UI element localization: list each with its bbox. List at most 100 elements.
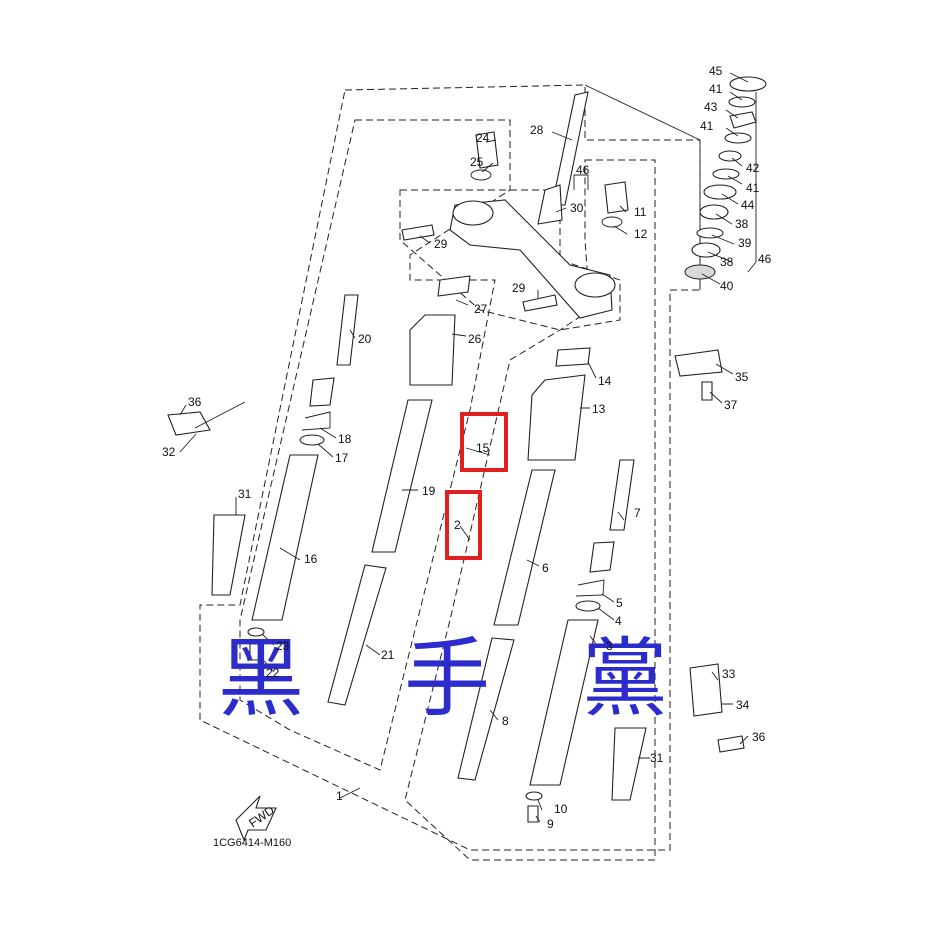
- fwd-arrow: FWD: [235, 795, 277, 842]
- o-ring-12: [601, 216, 623, 228]
- callout-25: 25: [470, 155, 484, 169]
- washer-41c: [712, 168, 740, 180]
- washer-23: [247, 627, 265, 637]
- seal-4: [575, 600, 601, 612]
- washer-41a: [728, 96, 756, 108]
- bearing-leaders: [701, 72, 749, 285]
- callout-19: 19: [422, 484, 436, 498]
- callout-11: 11: [634, 205, 647, 219]
- washer-10: [525, 791, 543, 801]
- callout-29: 29: [512, 281, 526, 295]
- bolt-9: [527, 805, 539, 823]
- callout-14: 14: [598, 374, 612, 388]
- highlight-box-2: [445, 490, 482, 560]
- callout-17: 17: [335, 451, 349, 465]
- damper-rod-7: [609, 459, 635, 531]
- callout-7: 7: [634, 506, 641, 520]
- callout-41: 41: [709, 82, 723, 96]
- callout-6: 6: [542, 561, 549, 575]
- spring-small-left: [309, 377, 335, 407]
- seal-40: [684, 264, 716, 280]
- leader-lines: [179, 72, 749, 823]
- callout-29: 29: [434, 237, 448, 251]
- highlight-box-15: [460, 412, 508, 472]
- callout-46: 46: [576, 163, 590, 177]
- fork-clamp-right: [574, 272, 616, 298]
- callout-45: 45: [709, 64, 723, 78]
- callout-16: 16: [304, 552, 318, 566]
- circlip-5: [575, 579, 605, 597]
- callout-31: 31: [650, 751, 664, 765]
- boundary-left-fork: [239, 119, 511, 771]
- callout-41: 41: [746, 181, 760, 195]
- callout-37: 37: [724, 398, 738, 412]
- watermark: 黑 手 黨: [218, 629, 668, 729]
- callout-36: 36: [188, 395, 202, 409]
- bolt-29a: [401, 224, 435, 241]
- bracket-33: [689, 663, 723, 717]
- bolt-29b: [522, 294, 558, 312]
- callout-26: 26: [468, 332, 482, 346]
- bracket-35: [674, 349, 723, 377]
- callout-22: 22: [266, 666, 280, 680]
- callout-13: 13: [592, 402, 606, 416]
- callout-41: 41: [700, 119, 714, 133]
- callout-40: 40: [720, 279, 734, 293]
- callout-33: 33: [722, 667, 736, 681]
- outer-tube-3: [529, 619, 599, 786]
- callout-42: 42: [746, 161, 760, 175]
- callout-28: 28: [530, 123, 544, 137]
- race-38a: [699, 204, 729, 220]
- callout-24: 24: [476, 131, 490, 145]
- seal-17: [299, 434, 325, 446]
- stem-nut-30: [537, 184, 563, 225]
- cap-bolt-11: [604, 181, 629, 214]
- callout-38: 38: [735, 217, 749, 231]
- watermark-char-3: 黨: [582, 629, 668, 729]
- bearing-39: [696, 227, 724, 239]
- guard-31b: [611, 727, 647, 801]
- fwd-arrow-icon: [235, 795, 277, 842]
- callout-46: 46: [758, 252, 772, 266]
- spring-small-right: [589, 541, 615, 573]
- callout-12: 12: [634, 227, 648, 241]
- callout-35: 35: [735, 370, 749, 384]
- callout-15: 15: [476, 441, 490, 455]
- callout-43: 43: [704, 100, 718, 114]
- callout-31: 31: [238, 487, 252, 501]
- callout-21: 21: [381, 648, 395, 662]
- callout-38: 38: [720, 255, 734, 269]
- dust-boot-26: [409, 314, 456, 386]
- under-bracket: [449, 199, 613, 319]
- callout-36: 36: [752, 730, 766, 744]
- right-fork-leg: [247, 374, 745, 823]
- boundary-1-outer: [199, 84, 701, 851]
- dust-boot-13: [527, 374, 586, 461]
- callout-10: 10: [554, 802, 568, 816]
- nut-45: [729, 76, 767, 92]
- callout-27: 27: [474, 302, 488, 316]
- bolt-36b: [717, 735, 745, 753]
- cover-44: [703, 184, 737, 200]
- callout-32: 32: [162, 445, 176, 459]
- callout-30: 30: [570, 201, 584, 215]
- fork-spring-21: [327, 564, 387, 706]
- callout-18: 18: [338, 432, 352, 446]
- boundary-bracket: [399, 189, 621, 331]
- callout-4: 4: [615, 614, 622, 628]
- lock-washer-43: [729, 111, 757, 129]
- stack-bracket: [747, 92, 757, 273]
- callout-39: 39: [738, 236, 752, 250]
- fork-spring-8: [457, 637, 515, 781]
- fork-clamp-left: [452, 200, 494, 226]
- callout-5: 5: [616, 596, 623, 610]
- race-38b: [691, 242, 721, 258]
- watermark-char-2: 手: [404, 629, 490, 729]
- guard-31a: [211, 514, 246, 596]
- clamp-14: [555, 347, 591, 367]
- inner-tube-6: [493, 469, 556, 626]
- bolt-22: [249, 643, 261, 661]
- brace-32: [194, 401, 246, 429]
